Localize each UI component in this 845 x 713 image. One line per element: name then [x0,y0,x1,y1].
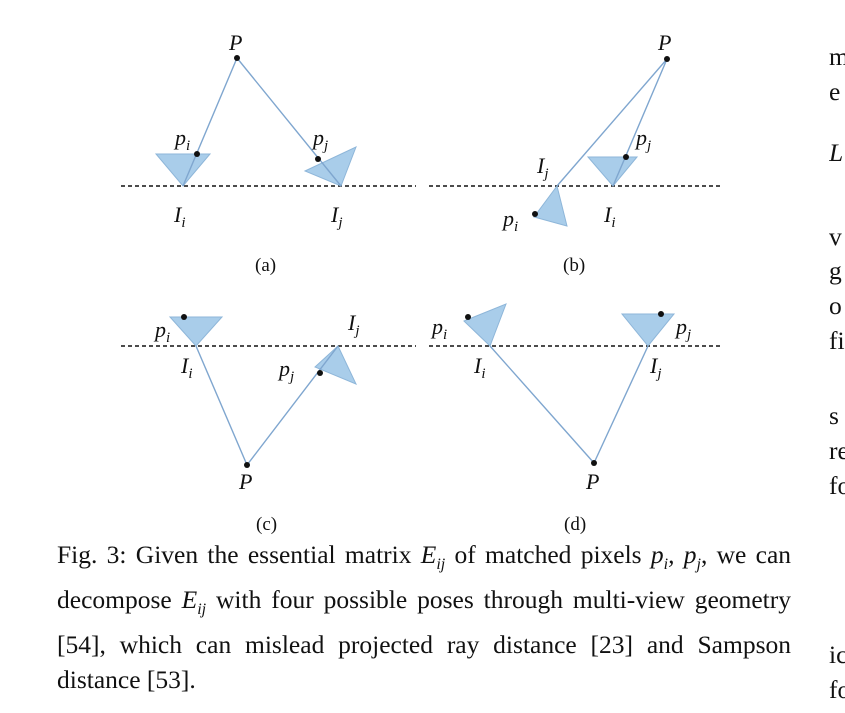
margin-frag: o [829,291,842,320]
camera-j-a [303,146,357,187]
label-P: P [238,469,252,494]
caption-text-3: we can decompose [57,540,792,615]
pixel-pj-a [315,156,321,162]
pixel-pj-d [658,311,664,317]
margin-frag: g [829,256,842,285]
point-P-c [244,462,250,468]
camera-i-c [168,316,224,347]
point-P-b [664,56,670,62]
panel-b: P pj Ij pi Ii (b) [429,30,723,276]
matrix-E-2: Eij [181,585,207,619]
margin-frag: m [829,42,845,71]
label-P: P [585,469,599,494]
ray-i-a [182,57,238,187]
caption-text-1: Given the essential matrix [135,540,412,569]
margin-frag: ic [829,640,845,669]
ray-j-a [236,57,342,187]
label-Ii: Ii [603,202,616,231]
margin-frag: fo [829,675,845,704]
label-pj: pj [277,356,294,385]
label-pi: pi [173,125,190,154]
panel-a: P pi pj Ii Ij (a) [121,30,416,276]
ray-j-b [556,58,668,187]
camera-i-a [154,153,212,187]
ray-i-d [489,345,595,464]
caption-text-2: of matched pixels [454,540,642,569]
pixels-pi-pj: pi, pj [650,540,701,574]
margin-frag: fi [829,326,845,355]
panel-tag-a: (a) [255,255,276,276]
label-Ij: Ij [330,202,343,231]
margin-frag: e [829,77,841,106]
point-P-a [234,55,240,61]
pixel-pi-a [194,151,200,157]
fig-label: Fig. 3: [57,540,127,569]
label-P: P [228,30,242,55]
label-pi: pi [430,314,447,343]
label-Ii: Ii [473,353,486,382]
label-Ij: Ij [536,153,549,182]
label-Ij: Ij [649,353,662,382]
pixel-pj-c [317,370,323,376]
ray-j-d [593,345,649,464]
margin-frag: v [829,222,842,251]
camera-i-d [463,303,507,347]
margin-frag: s [829,401,839,430]
pixel-pi-d [465,314,471,320]
camera-i-b [586,156,639,187]
ray-i-c [195,345,248,466]
pixel-pj-b [623,154,629,160]
adjacent-column-fragment: m e L v g o fi s re fo ic fo [829,0,845,713]
label-pj: pj [634,125,651,154]
camera-j-d [620,313,676,347]
pixel-pi-c [181,314,187,320]
margin-frag: fo [829,471,845,500]
caption-text-4: with four possible poses through multi-v… [57,585,792,695]
panel-tag-b: (b) [563,255,585,276]
label-pj: pj [311,125,328,154]
label-pi: pi [501,206,518,235]
label-Ij: Ij [347,310,360,339]
label-P: P [657,30,671,55]
panel-tag-c: (c) [256,514,277,535]
ray-j-c [246,345,339,466]
figure-caption: Fig. 3: Given the essential matrix Eij o… [57,540,792,695]
label-Ii: Ii [180,353,193,382]
margin-frag: L [829,138,844,167]
label-pi: pi [153,317,170,346]
pixel-pi-b [532,211,538,217]
camera-j-c [314,345,358,385]
panel-d: pi pj Ii Ij P (d) [429,303,723,535]
margin-frag: re [829,436,845,465]
ray-i-b [612,58,668,187]
label-Ii: Ii [173,202,186,231]
matrix-E: Eij [420,540,446,574]
panel-tag-d: (d) [564,514,586,535]
point-P-d [591,460,597,466]
panel-c: pi Ij Ii pj P (c) [121,310,416,535]
label-pj: pj [674,314,691,343]
camera-j-b [533,184,568,227]
